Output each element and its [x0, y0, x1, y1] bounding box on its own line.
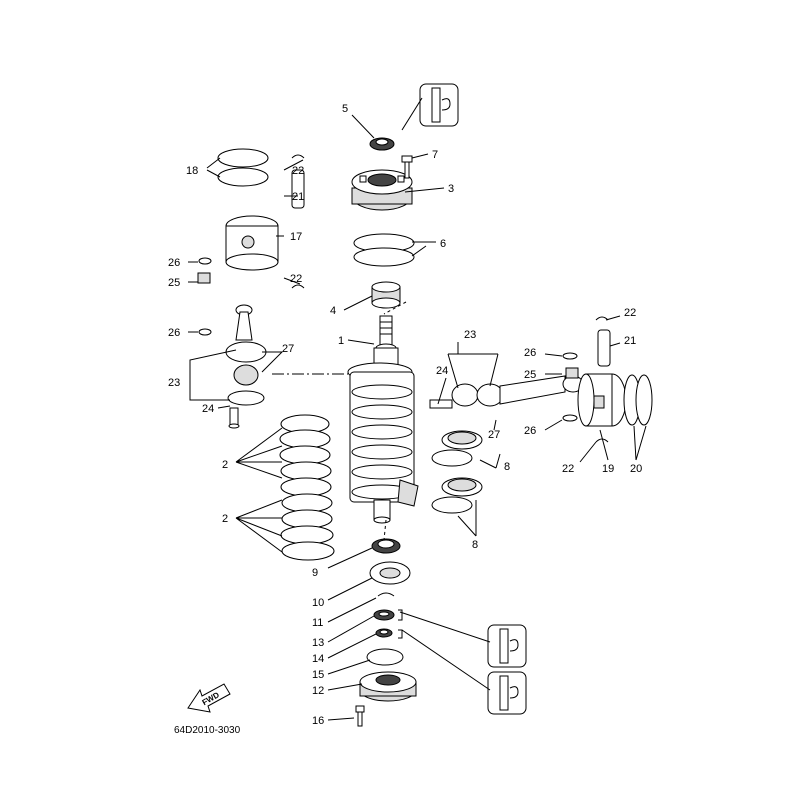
piston-ring-18b — [217, 167, 269, 187]
upper-bearing-housing-3 — [351, 169, 413, 211]
callout-26-right-upper: 26 — [524, 347, 536, 359]
callout-27-right: 27 — [488, 429, 500, 441]
callout-24-right: 24 — [436, 365, 448, 377]
bolt-7 — [401, 155, 413, 179]
callout-15: 15 — [312, 669, 324, 681]
piston-pin-21-right — [597, 329, 611, 367]
piston-19 — [577, 373, 627, 427]
forward-arrow-icon: FWD — [187, 683, 231, 713]
callout-1: 1 — [338, 335, 344, 347]
callout-10: 10 — [312, 597, 324, 609]
leader-lines — [188, 97, 647, 721]
callout-16: 16 — [312, 715, 324, 727]
callout-23-right: 23 — [464, 329, 476, 341]
washer-26-right-upper — [562, 352, 578, 360]
piston-ring-stack — [279, 414, 335, 561]
sealant-symbol-bottom — [487, 671, 527, 715]
callout-4: 4 — [330, 305, 336, 317]
washer-26-right-lower — [562, 414, 578, 422]
o-ring-15 — [366, 648, 404, 666]
callout-17: 17 — [290, 231, 302, 243]
callout-14: 14 — [312, 653, 324, 665]
piston-17 — [225, 215, 279, 271]
diagram-code: 64D2010-3030 — [174, 725, 241, 736]
callout-13: 13 — [312, 637, 324, 649]
clip-22-right-top — [595, 316, 609, 321]
callout-11: 11 — [312, 617, 323, 629]
bolt-24-left — [228, 407, 240, 429]
callout-25-left: 25 — [168, 277, 180, 289]
callout-24-left: 24 — [202, 403, 214, 415]
callout-27-left: 27 — [282, 343, 294, 355]
callout-9: 9 — [312, 567, 318, 579]
bolt-16 — [355, 705, 365, 727]
callout-22-top: 22 — [292, 165, 304, 177]
needle-bearing-25-left — [197, 272, 211, 284]
connecting-rod-23-right — [451, 375, 584, 407]
callout-2-lower: 2 — [222, 513, 228, 525]
callout-26-lower: 26 — [168, 327, 180, 339]
callout-19: 19 — [602, 463, 614, 475]
needle-bearing-4 — [371, 281, 401, 309]
callout-22-lower: 22 — [290, 273, 302, 285]
needle-bearing-25-right — [565, 367, 579, 379]
clip-22-right-bottom — [595, 438, 609, 443]
washer-26-lower — [198, 328, 212, 336]
o-ring-6b — [353, 247, 415, 267]
callout-22-right-bottom: 22 — [562, 463, 574, 475]
callout-8-lower: 8 — [472, 539, 478, 551]
callout-20: 20 — [630, 463, 642, 475]
callout-2-upper: 2 — [222, 459, 228, 471]
sealant-symbol-mid — [487, 624, 527, 668]
crankshaft — [347, 315, 419, 524]
circlip-11 — [377, 592, 395, 597]
connecting-rod-23-left — [225, 304, 267, 406]
clip-22-lower — [291, 284, 305, 289]
piston-ring-20b — [635, 374, 653, 426]
piston-ring-18a — [217, 148, 269, 168]
lower-bearing-housing-12 — [359, 671, 417, 702]
callout-21-right: 21 — [624, 335, 636, 347]
bolt-24-right — [429, 399, 453, 409]
piston-pin-21 — [291, 169, 305, 209]
callout-18: 18 — [186, 165, 198, 177]
needle-bearing-8-upper — [431, 430, 483, 467]
callout-23-left: 23 — [168, 377, 180, 389]
callout-7: 7 — [432, 149, 438, 161]
callout-22-right-top: 22 — [624, 307, 636, 319]
callout-21-left: 21 — [292, 191, 304, 203]
callout-25-right: 25 — [524, 369, 536, 381]
needle-bearing-8-lower — [431, 477, 483, 514]
callout-6: 6 — [440, 238, 446, 250]
callout-8-upper: 8 — [504, 461, 510, 473]
callout-5: 5 — [342, 103, 348, 115]
washer-26-upper — [198, 257, 212, 265]
callout-12: 12 — [312, 685, 324, 697]
callout-26-upper: 26 — [168, 257, 180, 269]
clip-22-top — [291, 154, 305, 159]
callout-26-right-lower: 26 — [524, 425, 536, 437]
callout-3: 3 — [448, 183, 454, 195]
sealant-symbol-top — [419, 83, 459, 127]
callout-labels: 5 7 3 6 4 1 18 22 21 17 22 26 25 26 27 2… — [168, 103, 642, 727]
